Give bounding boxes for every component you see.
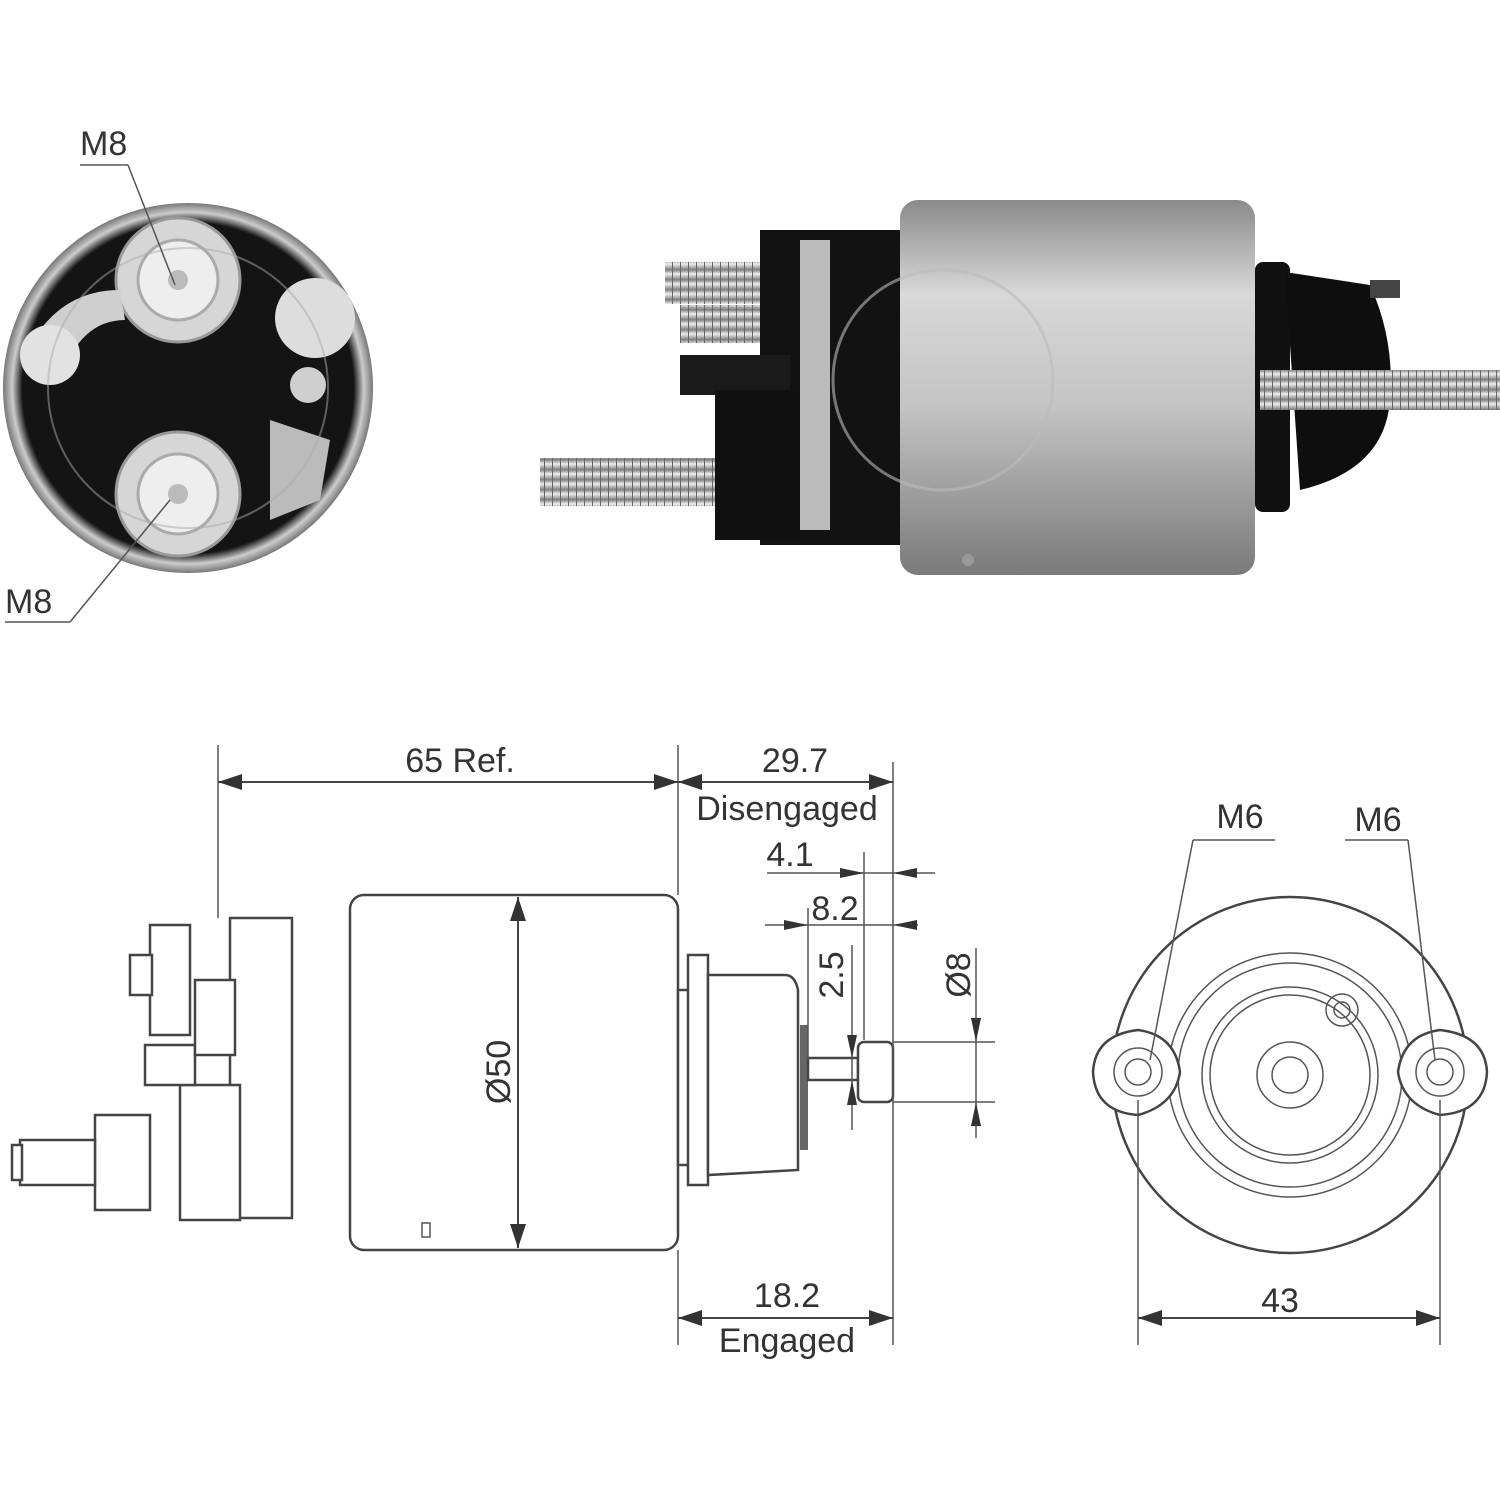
- label-disengaged: Disengaged: [696, 790, 877, 828]
- dim-plunger-diameter: Ø8: [940, 952, 978, 997]
- watermark-logo: [47, 247, 329, 529]
- dim-overall-length: 65 Ref.: [405, 742, 515, 780]
- end-view-drawing: M6 M6 43: [1091, 798, 1489, 1345]
- watermark-logo: [831, 268, 1055, 492]
- side-view-drawing: 65 Ref. 29.7 Disengaged 4.1 8.2 2.5 Ø8 Ø…: [10, 742, 995, 1360]
- thread-label-right: M6: [1354, 801, 1401, 839]
- thread-label-top: M8: [80, 125, 127, 163]
- dim-engaged: 18.2: [754, 1277, 820, 1315]
- label-engaged: Engaged: [719, 1322, 855, 1360]
- dim-disengaged: 29.7: [762, 742, 828, 780]
- dim-4-1: 4.1: [766, 836, 813, 874]
- solenoid-body: [900, 200, 1255, 575]
- dim-hole-spacing: 43: [1261, 1282, 1299, 1320]
- dim-2-5: 2.5: [813, 951, 851, 998]
- bolt-lower: [540, 458, 725, 506]
- thread-label-left: M6: [1216, 798, 1263, 836]
- bolt-upper: [665, 262, 775, 304]
- dim-8-2: 8.2: [811, 890, 858, 928]
- thread-label-bottom: M8: [5, 583, 52, 621]
- end-view-photo: M8 M8: [3, 125, 373, 623]
- side-view-photo: [540, 200, 1500, 575]
- dim-body-diameter: Ø50: [480, 1040, 518, 1104]
- plunger-stud: [1260, 370, 1500, 410]
- plunger-head: [856, 1040, 895, 1104]
